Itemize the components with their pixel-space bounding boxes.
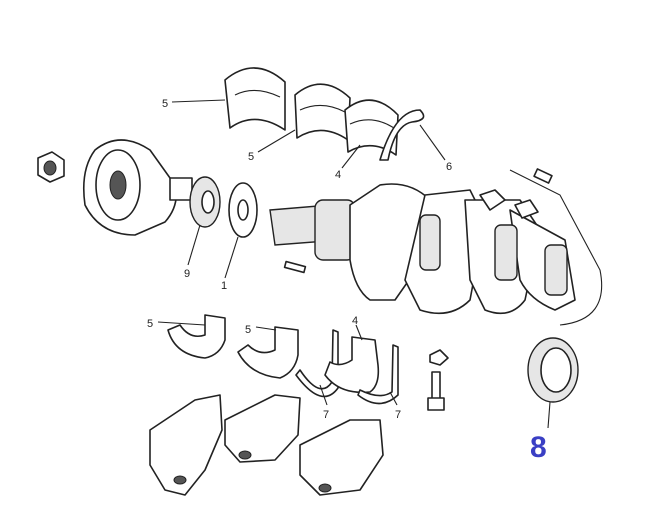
lower-bearing-shell-1 bbox=[167, 314, 226, 359]
thrust-washer-lower-1 bbox=[295, 329, 339, 398]
nut bbox=[37, 151, 65, 183]
washer bbox=[228, 182, 258, 238]
callout-6: 6 bbox=[446, 161, 452, 173]
callout-9: 9 bbox=[184, 268, 190, 280]
callout-8-highlighted: 8 bbox=[530, 431, 547, 464]
callout-7: 7 bbox=[323, 409, 329, 421]
callout-7: 7 bbox=[395, 409, 401, 421]
bolt bbox=[427, 349, 449, 411]
key bbox=[283, 260, 307, 274]
main-bearing-cap-1 bbox=[149, 394, 223, 496]
callout-5: 5 bbox=[162, 98, 168, 110]
thrust-washer-lower-2 bbox=[357, 344, 399, 405]
thrust-washer-upper bbox=[379, 109, 425, 161]
gear bbox=[189, 176, 221, 228]
leader-lines bbox=[157, 99, 551, 429]
callout-5: 5 bbox=[245, 324, 251, 336]
rear-oil-seal bbox=[527, 337, 579, 403]
callout-4: 4 bbox=[352, 315, 358, 327]
callout-4: 4 bbox=[335, 169, 341, 181]
lower-bearing-shell-2 bbox=[237, 326, 299, 379]
crankshaft bbox=[269, 168, 603, 326]
upper-bearing-shell-1 bbox=[224, 67, 286, 131]
main-bearing-cap-3 bbox=[299, 419, 384, 496]
callout-1: 1 bbox=[221, 280, 227, 292]
callout-5: 5 bbox=[248, 151, 254, 163]
lower-bearing-shell-3 bbox=[324, 336, 380, 394]
pulley bbox=[82, 139, 193, 236]
callout-5: 5 bbox=[147, 318, 153, 330]
upper-bearing-shell-2 bbox=[294, 83, 351, 141]
main-bearing-cap-2 bbox=[224, 394, 301, 463]
